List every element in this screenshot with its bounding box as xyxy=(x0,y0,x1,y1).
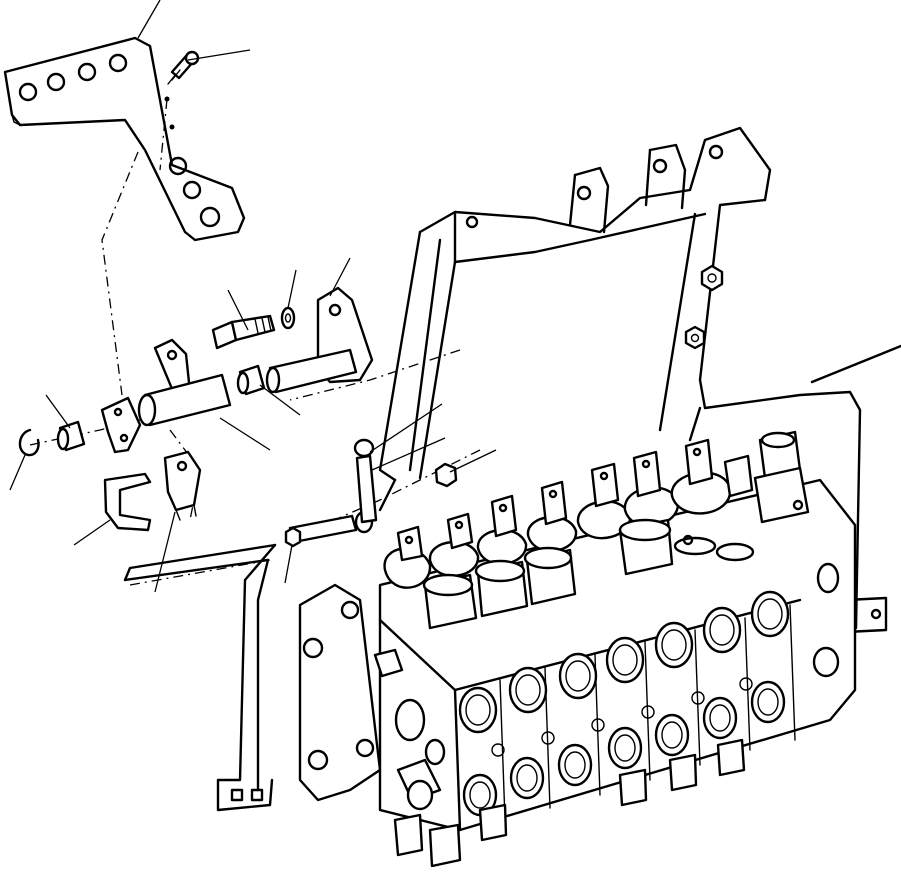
spool-boots xyxy=(383,438,732,589)
control-valve-bank xyxy=(298,430,857,868)
relief-valve xyxy=(682,430,810,546)
assembly-center-lines xyxy=(29,98,481,536)
mounting-frame xyxy=(123,126,901,812)
lever-assembly xyxy=(18,286,458,548)
lever-bracket-plate xyxy=(3,36,246,242)
spool-caps xyxy=(422,518,755,630)
callout-leaders xyxy=(9,0,497,593)
